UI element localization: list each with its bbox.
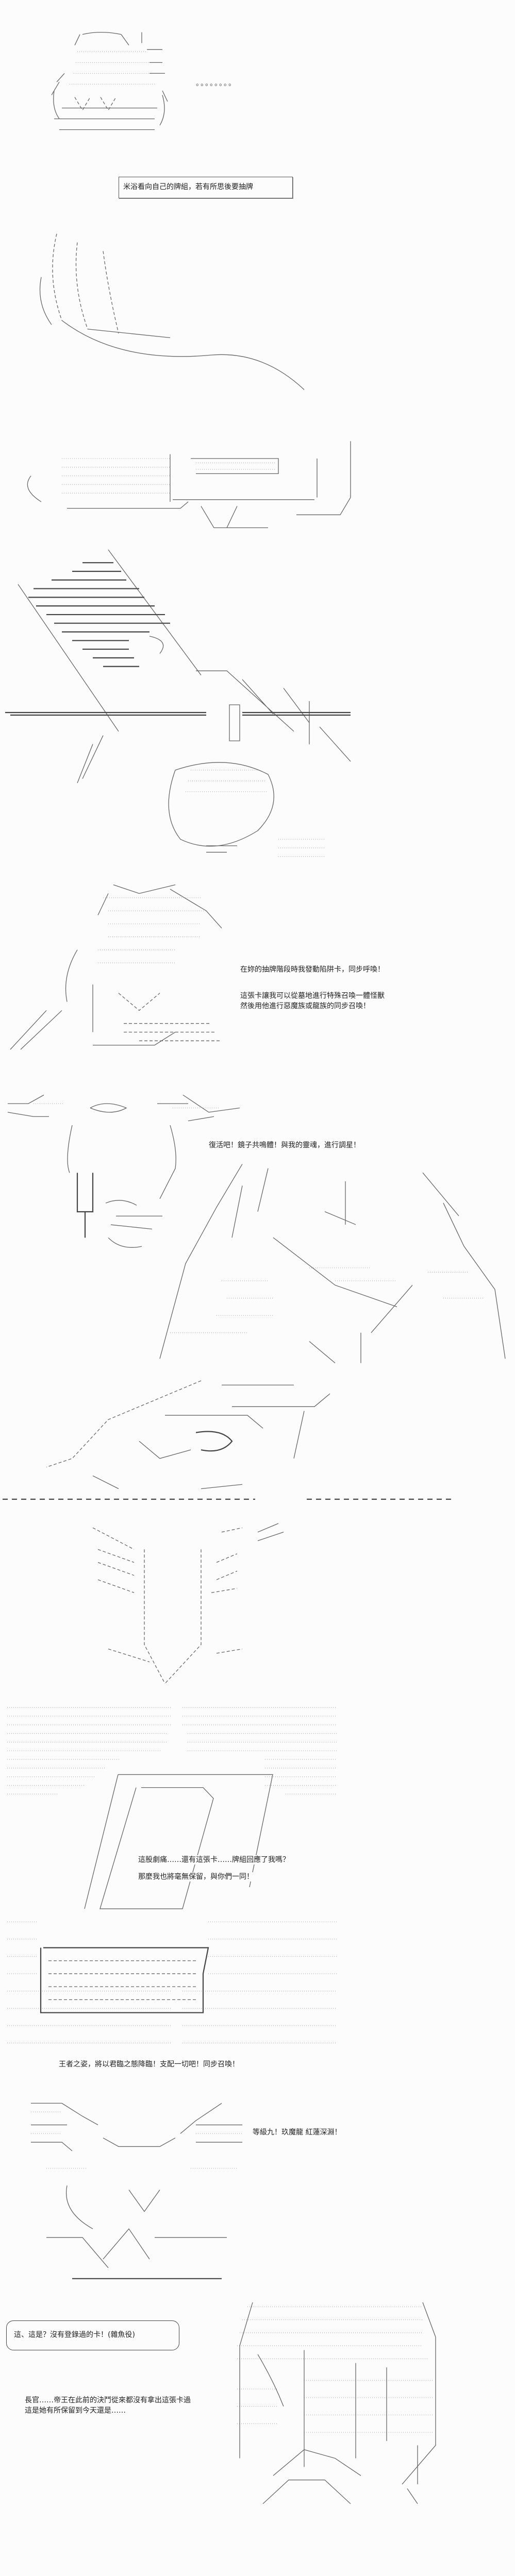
aa-bat-monster bbox=[3, 1091, 245, 1125]
aa-card-field bbox=[7, 1705, 340, 2060]
ellipsis-text: 。。。。。。。。 bbox=[196, 79, 237, 88]
aa-card-drawn bbox=[5, 550, 366, 714]
caption-pain-1: 這股劇痛……還有這張卡……牌組回應了我嗎？ bbox=[138, 1855, 290, 1865]
caption-box: 米浴看向自己的牌組，若有所思後要抽牌 bbox=[119, 177, 293, 198]
caption-officer-1: 長官……帝王在此前的決鬥從來都沒有拿出這張卡過 bbox=[25, 2396, 191, 2404]
caption-king: 王者之姿，將以君臨之態降臨！支配一切吧！同步召喚！ bbox=[59, 2060, 239, 2069]
caption-level9: 等級九！玖魔龍 紅蓮深淵！ bbox=[253, 2128, 342, 2137]
speech-bubble: 這、這是？沒有登錄過的卡！(雜魚役) bbox=[6, 2320, 179, 2350]
aa-crimson-dragon bbox=[26, 2099, 242, 2281]
aa-double-divider bbox=[5, 710, 356, 720]
caption-revive: 復活吧！鏡子共鳴體！與我的靈魂，進行調星！ bbox=[209, 1141, 360, 1149]
aa-character-portrait bbox=[44, 26, 183, 134]
aa-hand-reaching bbox=[15, 225, 325, 407]
aa-duelists-group bbox=[155, 1160, 510, 1367]
caption-mob: 這、這是？沒有登錄過的卡！(雜魚役) bbox=[14, 2331, 135, 2339]
caption-draw-card: 米浴看向自己的牌組，若有所思後要抽牌 bbox=[123, 183, 253, 191]
caption-trap-effect-2: 然後用他進行惡魔族或龍族的同步召喚！ bbox=[240, 1002, 370, 1010]
aa-officer-figure bbox=[232, 2302, 448, 2506]
aa-wings-emblem bbox=[88, 1523, 314, 1697]
caption-trap: 在妳的抽牌階段時我發動陷阱卡，同步呼喚！ bbox=[240, 965, 385, 974]
aa-mirror-resonator bbox=[59, 1125, 188, 1255]
aa-character-trap bbox=[5, 880, 253, 1049]
caption-officer-2: 這是她有所保留到今天還是…… bbox=[25, 2406, 126, 2415]
aa-summon-circle bbox=[62, 718, 330, 861]
aa-duel-disk bbox=[10, 415, 361, 545]
caption-pain-2: 那麼我也將毫無保留，與你們一同！ bbox=[138, 1872, 254, 1882]
aa-dragon-swoop bbox=[5, 1381, 335, 1493]
caption-trap-effect-1: 這張卡讓我可以從墓地進行特殊召喚一體怪獸 bbox=[240, 992, 385, 1000]
aa-dashed-divider bbox=[3, 1495, 451, 1505]
